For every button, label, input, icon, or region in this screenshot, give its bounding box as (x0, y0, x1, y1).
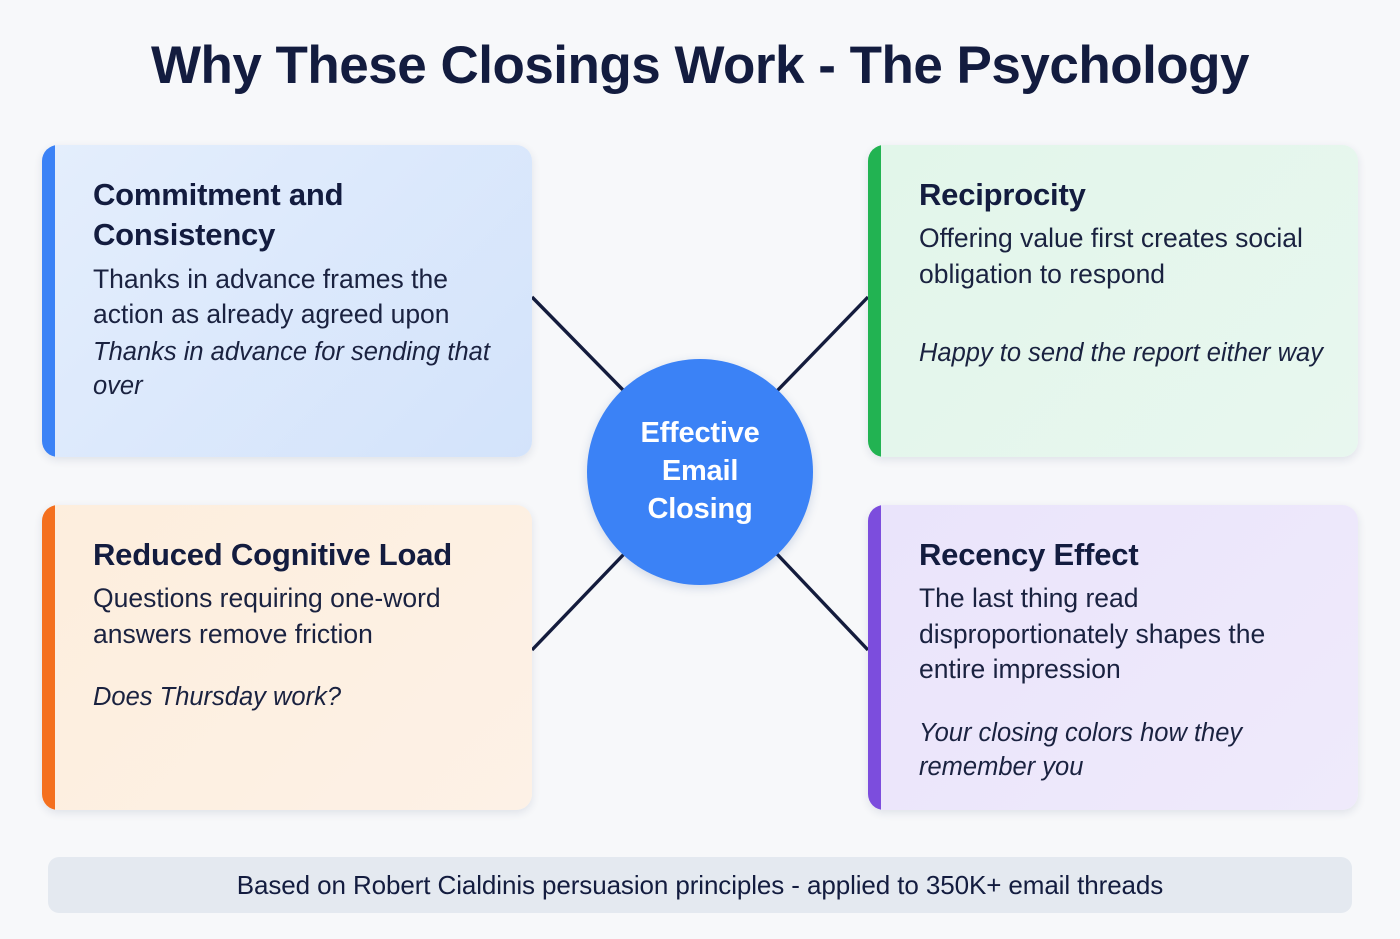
card-description-commitment: Thanks in advance frames the action as a… (93, 263, 450, 330)
footer-text: Based on Robert Cialdinis persuasion pri… (236, 869, 1164, 900)
card-reciprocity[interactable]: Reciprocity Offering value first creates… (868, 145, 1358, 457)
connector-recency-to-hub (774, 551, 870, 652)
hub-label-line2: Email (661, 455, 739, 488)
card-title-cognitive: Reduced Cognitive Load (93, 537, 453, 572)
accent-bar-commitment (42, 145, 55, 457)
connector-cognitive-to-hub (530, 551, 627, 652)
hub-label: Effective Email Closing (626, 415, 773, 528)
card-description-recency: The last thing read disproportionately s… (919, 583, 1266, 685)
card-title-reciprocity: Reciprocity (919, 177, 1086, 212)
card-title-commitment: Commitment and Consistency (93, 177, 344, 253)
accent-bar-recency (868, 505, 881, 810)
card-commitment-and-consistency[interactable]: Commitment and Consistency Thanks in adv… (42, 145, 532, 457)
card-body-reciprocity: Reciprocity Offering value first creates… (881, 145, 1358, 457)
center-hub-effective-email-closing[interactable]: Effective Email Closing (587, 359, 813, 585)
card-example-recency: Your closing colors how they remember yo… (919, 718, 1243, 781)
card-body-recency: Recency Effect The last thing read dispr… (881, 505, 1358, 810)
hub-label-line1: Effective (640, 417, 760, 450)
accent-bar-reciprocity (868, 145, 881, 457)
connector-reciprocity-to-hub (774, 295, 870, 394)
card-example-reciprocity: Happy to send the report either way (919, 339, 1323, 368)
page-title: Why These Closings Work - The Psychology (150, 36, 1250, 95)
card-description-reciprocity: Offering value first creates social obli… (919, 223, 1303, 289)
accent-bar-cognitive (42, 505, 55, 810)
card-reduced-cognitive-load[interactable]: Reduced Cognitive Load Questions requiri… (42, 505, 532, 810)
footer-bar: Based on Robert Cialdinis persuasion pri… (48, 857, 1352, 913)
connector-commitment-to-hub (530, 295, 627, 394)
card-body-cognitive: Reduced Cognitive Load Questions requiri… (55, 505, 532, 810)
hub-label-line3: Closing (647, 492, 753, 525)
card-title-recency: Recency Effect (919, 537, 1139, 572)
card-example-cognitive: Does Thursday work? (93, 683, 342, 712)
card-body-commitment: Commitment and Consistency Thanks in adv… (55, 145, 532, 457)
card-recency-effect[interactable]: Recency Effect The last thing read dispr… (868, 505, 1358, 810)
card-description-cognitive: Questions requiring one-word answers rem… (93, 583, 441, 649)
card-example-commitment: Thanks in advance for sending that over (93, 337, 490, 400)
